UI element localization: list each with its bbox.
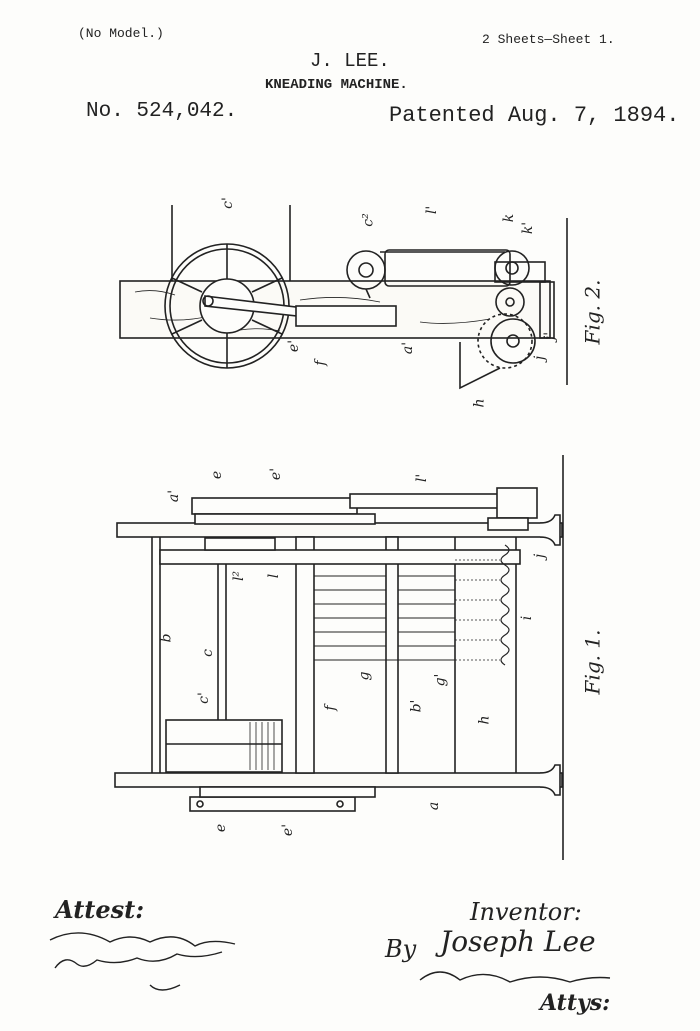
patent-number: No. 524,042. bbox=[86, 100, 238, 123]
figure-2-drawing bbox=[119, 205, 568, 390]
sheet-count: 2 Sheets—Sheet 1. bbox=[482, 32, 615, 47]
inventor-signature: Joseph Lee bbox=[440, 925, 596, 958]
attest-label: Attest: bbox=[55, 895, 145, 924]
figure-1-drawing bbox=[114, 455, 564, 860]
attorneys-label: Attys: bbox=[540, 990, 611, 1016]
no-model-note: (No Model.) bbox=[78, 26, 164, 41]
patent-date: Patented Aug. 7, 1894. bbox=[389, 103, 680, 128]
inventor-name: J. LEE. bbox=[310, 50, 390, 72]
by-label: By bbox=[385, 935, 417, 963]
inventor-label: Inventor: bbox=[470, 898, 582, 926]
invention-title: KNEADING MACHINE. bbox=[265, 77, 408, 93]
